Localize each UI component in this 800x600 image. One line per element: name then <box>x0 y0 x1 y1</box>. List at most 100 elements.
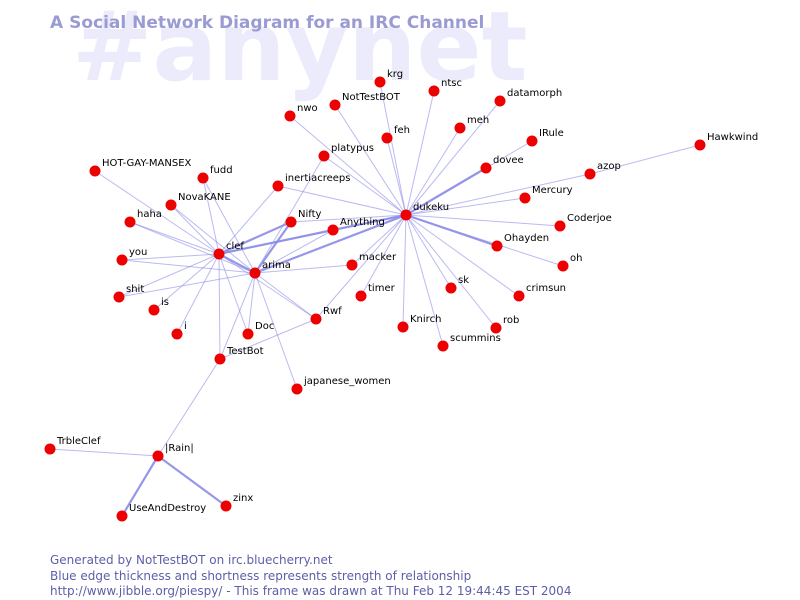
node-novakane[interactable]: NovaKANE <box>165 192 231 211</box>
node-dot[interactable] <box>428 85 440 97</box>
node-clef[interactable]: clef <box>213 241 245 260</box>
node-dot[interactable] <box>242 328 254 340</box>
node-feh[interactable]: feh <box>381 125 411 144</box>
node-nottestbot[interactable]: NotTestBOT <box>329 92 401 111</box>
node-nifty[interactable]: Nifty <box>285 209 322 228</box>
node-dukeku[interactable]: dukeku <box>400 202 450 221</box>
node-hot-gay-mansex[interactable]: HOT-GAY-MANSEX <box>89 158 192 177</box>
node-dot[interactable] <box>397 321 409 333</box>
node-label: Nifty <box>298 209 322 220</box>
node-dot[interactable] <box>519 192 531 204</box>
node-dovee[interactable]: dovee <box>480 155 524 174</box>
node-datamorph[interactable]: datamorph <box>494 88 563 107</box>
edge-azop-hawkwind <box>589 144 701 175</box>
node-crimsun[interactable]: crimsun <box>513 283 567 302</box>
node-dot[interactable] <box>381 132 393 144</box>
node-dot[interactable] <box>220 500 232 512</box>
node-arima[interactable]: arima <box>249 260 291 279</box>
edge-dukeku-azop <box>405 173 591 216</box>
node-dot[interactable] <box>554 220 566 232</box>
node-dot[interactable] <box>152 450 164 462</box>
node-useanddestroy[interactable]: UseAndDestroy <box>116 503 207 522</box>
node-dot[interactable] <box>327 224 339 236</box>
node-japanese-women[interactable]: japanese_women <box>291 376 391 395</box>
node-inertiacreeps[interactable]: inertiacreeps <box>272 173 351 192</box>
node-dot[interactable] <box>272 180 284 192</box>
node-coderjoe[interactable]: Coderjoe <box>554 213 612 232</box>
node-dot[interactable] <box>494 95 506 107</box>
node-dot[interactable] <box>374 76 386 88</box>
node-dot[interactable] <box>291 383 303 395</box>
node-dot[interactable] <box>346 259 358 271</box>
node-dot[interactable] <box>197 172 209 184</box>
node-dot[interactable] <box>400 209 412 221</box>
node-dot[interactable] <box>437 340 449 352</box>
node-dot[interactable] <box>89 165 101 177</box>
node-dot[interactable] <box>310 313 322 325</box>
node-dot[interactable] <box>480 162 492 174</box>
node-dot[interactable] <box>249 267 261 279</box>
node-is[interactable]: is <box>148 297 170 316</box>
node-platypus[interactable]: platypus <box>318 143 375 162</box>
channel-watermark: #anynet <box>72 0 527 103</box>
node-ohayden[interactable]: Ohayden <box>491 233 550 252</box>
node-oh[interactable]: oh <box>557 253 583 272</box>
node-rwf[interactable]: Rwf <box>310 306 343 325</box>
node-hawkwind[interactable]: Hawkwind <box>694 132 759 151</box>
node-dot[interactable] <box>329 99 341 111</box>
node-dot[interactable] <box>318 150 330 162</box>
node-meh[interactable]: meh <box>454 115 490 134</box>
node-krg[interactable]: krg <box>374 69 404 88</box>
node-label: Rwf <box>323 306 342 317</box>
node-label: UseAndDestroy <box>129 503 206 514</box>
node-dot[interactable] <box>284 110 296 122</box>
node-sk[interactable]: sk <box>445 275 470 294</box>
node-haha[interactable]: haha <box>124 209 162 228</box>
node-dot[interactable] <box>491 240 503 252</box>
node-dot[interactable] <box>124 216 136 228</box>
node-nwo[interactable]: nwo <box>284 103 318 122</box>
node-ntsc[interactable]: ntsc <box>428 78 462 97</box>
node-dot[interactable] <box>148 304 160 316</box>
node-i[interactable]: i <box>171 321 187 340</box>
node-mercury[interactable]: Mercury <box>519 185 573 204</box>
node-anything[interactable]: Anything <box>327 217 385 236</box>
node-zinx[interactable]: zinx <box>220 493 254 512</box>
node-azop[interactable]: azop <box>584 161 621 180</box>
node-dot[interactable] <box>116 510 128 522</box>
node-dot[interactable] <box>171 328 183 340</box>
node-doc[interactable]: Doc <box>242 321 275 340</box>
node-dot[interactable] <box>165 199 177 211</box>
node-scummins[interactable]: scummins <box>437 333 501 352</box>
node-rob[interactable]: rob <box>490 315 520 334</box>
node-dot[interactable] <box>445 282 457 294</box>
node-irule[interactable]: IRule <box>526 128 564 147</box>
node-you[interactable]: you <box>116 247 148 266</box>
node-trbleclef[interactable]: TrbleClef <box>44 436 101 455</box>
node-timer[interactable]: timer <box>355 283 396 302</box>
node-label: nwo <box>297 103 318 114</box>
node-macker[interactable]: macker <box>346 252 397 271</box>
node-dot[interactable] <box>285 216 297 228</box>
node-dot[interactable] <box>355 290 367 302</box>
node-dot[interactable] <box>44 443 56 455</box>
node-shit[interactable]: shit <box>113 284 145 303</box>
node-fudd[interactable]: fudd <box>197 165 233 184</box>
node-dot[interactable] <box>454 122 466 134</box>
node-dot[interactable] <box>526 135 538 147</box>
node-dot[interactable] <box>513 290 525 302</box>
node-label: dovee <box>493 155 524 166</box>
node-dot[interactable] <box>116 254 128 266</box>
node-dot[interactable] <box>584 168 596 180</box>
node-dot[interactable] <box>214 353 226 365</box>
node-dot[interactable] <box>694 139 706 151</box>
node-rain[interactable]: |Rain| <box>152 443 194 462</box>
node-knirch[interactable]: Knirch <box>397 314 442 333</box>
node-dot[interactable] <box>213 248 225 260</box>
node-dot[interactable] <box>490 322 502 334</box>
node-dot[interactable] <box>557 260 569 272</box>
edge-clef-novakane <box>170 204 220 255</box>
node-dot[interactable] <box>113 291 125 303</box>
node-testbot[interactable]: TestBot <box>214 346 264 365</box>
edge-dukeku-rob <box>405 214 497 329</box>
